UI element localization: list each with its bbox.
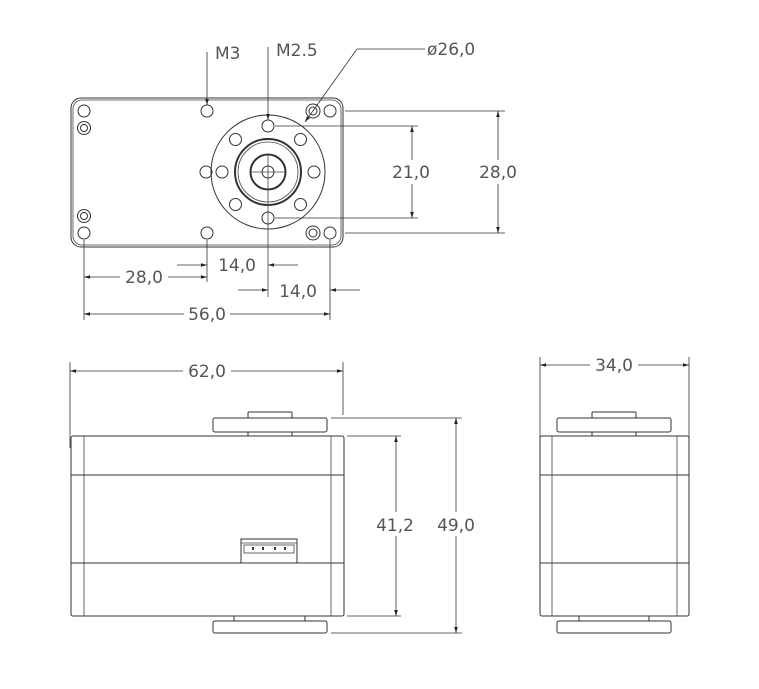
mount-hole-inner	[308, 106, 318, 116]
m3-label: M3	[215, 44, 240, 64]
m25-hole	[294, 198, 307, 211]
m25-hole	[229, 198, 242, 211]
dim-body-height: 41,2	[376, 516, 414, 536]
dim-front-width: 62,0	[188, 362, 226, 382]
mount-hole	[323, 104, 337, 118]
dim-height-outer: 28,0	[479, 163, 517, 183]
output-horn	[212, 417, 328, 433]
m3-hole	[200, 226, 214, 240]
diameter-leader	[304, 48, 425, 123]
top-view: M3 M2.5 ø26,0 28,0 21,0 14,0 28,0 14,0 5…	[70, 40, 517, 325]
mount-hole-outer	[305, 225, 321, 241]
horn-hub	[247, 411, 293, 419]
m3-hole	[199, 165, 213, 179]
m3-hole	[200, 104, 214, 118]
connector	[240, 538, 298, 564]
connector-pin	[262, 547, 264, 550]
connector-pin	[274, 547, 276, 550]
mount-hole-inner	[308, 228, 318, 238]
bottom-bearing-disk	[212, 620, 328, 634]
connector-pin	[252, 547, 254, 550]
horn-hub	[591, 411, 637, 419]
diameter-label: ø26,0	[427, 40, 475, 60]
horn-neck	[591, 431, 637, 437]
m25-label: M2.5	[276, 41, 318, 61]
bottom-bearing-disk	[556, 620, 672, 634]
connector-pin	[284, 547, 286, 550]
dim-offset-center-a: 14,0	[218, 256, 256, 276]
m25-hole	[294, 133, 307, 146]
connector-body	[240, 538, 298, 564]
m25-hole	[261, 211, 275, 225]
top-view-outline	[70, 97, 344, 248]
dim-side-width: 34,0	[595, 356, 633, 376]
mount-hole-inner	[80, 212, 88, 220]
mount-hole	[323, 226, 337, 240]
connector-slot	[243, 544, 295, 554]
m25-hole	[229, 133, 242, 146]
side-body-outline	[539, 435, 690, 617]
mount-hole	[77, 226, 91, 240]
output-horn	[556, 417, 672, 433]
dim-total-height: 49,0	[437, 516, 475, 536]
horn-neck	[247, 431, 293, 437]
m25-hole	[215, 165, 229, 179]
mount-hole-inner	[80, 124, 88, 132]
dim-offset-center-b: 14,0	[279, 282, 317, 302]
mount-hole	[77, 104, 91, 118]
side-view: 34,0	[539, 356, 690, 634]
m25-hole	[261, 119, 275, 133]
dim-offset-left: 28,0	[125, 268, 163, 288]
dim-width: 56,0	[188, 305, 226, 325]
mount-hole-outer	[305, 103, 321, 119]
m25-hole	[307, 165, 321, 179]
mount-hole-outer	[77, 121, 91, 135]
front-view: 62,0 41,2 49,0	[69, 362, 475, 634]
mount-hole-outer	[77, 209, 91, 223]
front-body-outline	[70, 435, 345, 617]
dim-height-inner: 21,0	[392, 163, 430, 183]
